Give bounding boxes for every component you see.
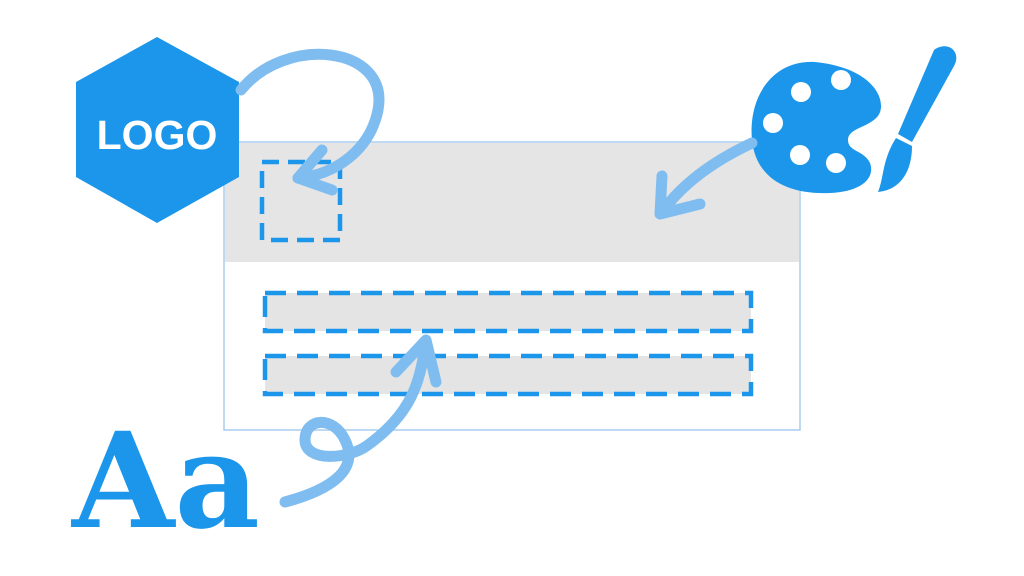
hexagon-logo-icon: LOGO	[76, 37, 239, 223]
palette-icon	[751, 61, 882, 194]
typeface-sample: Aa	[70, 404, 260, 559]
typeface-to-fields-arrow	[279, 334, 442, 508]
logo-placeholder-box	[259, 159, 343, 243]
text-field-placeholder-1	[262, 290, 754, 334]
logo-label: LOGO	[97, 112, 218, 158]
paintbrush-icon	[878, 46, 957, 192]
text-field-placeholder-2	[262, 353, 754, 397]
palette-to-header-arrow	[654, 137, 758, 220]
logo-to-placeholder-arrow	[235, 48, 385, 196]
